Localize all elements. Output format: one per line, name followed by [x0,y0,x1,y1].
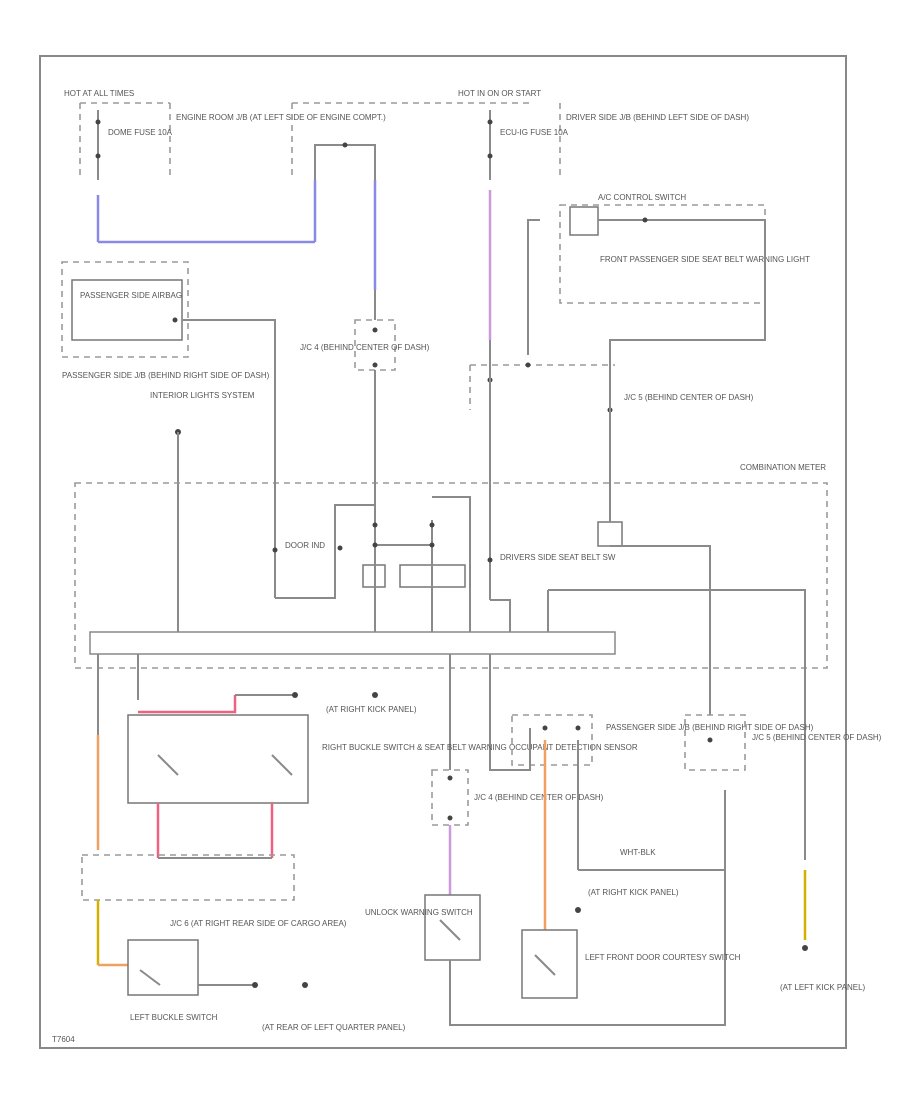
left-front-door-courtesy-switch: LEFT FRONT DOOR COURTESY SWITCH [521,929,741,999]
wht-blk-label: WHT-BLK [620,848,656,857]
passenger-side-airbag-label: PASSENGER SIDE AIRBAG [80,291,182,300]
passenger-jb-lower-label: PASSENGER SIDE J/B (BEHIND RIGHT SIDE OF… [606,723,814,732]
left-buckle-switch: LEFT BUCKLE SWITCH (AT REAR OF LEFT QUAR… [127,939,406,1032]
drivers-seat-belt-label: DRIVERS SIDE SEAT BELT SW [500,553,616,562]
unlock-warning-label: UNLOCK WARNING SWITCH [365,908,473,917]
jc5-top: J/C 5 (BEHIND CENTER OF DASH) [469,362,754,413]
diagram-id: T7604 [52,1035,75,1044]
jc4-lower: J/C 4 (BEHIND CENTER OF DASH) [431,769,604,826]
left-buckle-switch-label: LEFT BUCKLE SWITCH [130,1013,218,1022]
dome-fuse-block: HOT AT ALL TIMES DOME FUSE 10A ENGINE RO… [64,89,386,180]
meter-bus-bar [89,631,616,655]
combination-meter: COMBINATION METER DOOR IND DRIVERS SIDE … [74,463,828,669]
jc4-lower-label: J/C 4 (BEHIND CENTER OF DASH) [474,793,604,802]
diagram-frame [39,55,847,1049]
ecu-ig-fuse-block: HOT IN ON OR START ECU-IG FUSE 10A DRIVE… [458,89,749,180]
interior-lights-label: INTERIOR LIGHTS SYSTEM [150,391,255,400]
at-right-kick-panel-bottom-label: (AT RIGHT KICK PANEL) [588,888,679,897]
ac-control-switch-label: A/C CONTROL SWITCH [598,193,686,202]
passenger-side-jb-lower: PASSENGER SIDE J/B (BEHIND RIGHT SIDE OF… [511,714,814,766]
hot-in-on-label: HOT IN ON OR START [458,89,541,98]
engine-room-jb-label: ENGINE ROOM J/B (AT LEFT SIDE OF ENGINE … [176,113,386,122]
right-buckle-switch-label: RIGHT BUCKLE SWITCH & SEAT BELT WARNING … [322,743,638,752]
combination-meter-label: COMBINATION METER [740,463,826,472]
door-ind-label: DOOR IND [285,541,325,550]
jc4-top: J/C 4 (BEHIND CENTER OF DASH) [300,319,430,371]
jc5-top-label: J/C 5 (BEHIND CENTER OF DASH) [624,393,754,402]
dome-fuse-label: DOME FUSE 10A [108,128,173,137]
unlock-warning-switch: UNLOCK WARNING SWITCH [365,894,481,961]
at-right-kick-panel-top-label: (AT RIGHT KICK PANEL) [326,705,417,714]
right-buckle-switch: RIGHT BUCKLE SWITCH & SEAT BELT WARNING … [127,692,638,804]
jc5-lower: J/C 5 (BEHIND CENTER OF DASH) [684,714,882,771]
jc6-rear-label: J/C 6 (AT RIGHT REAR SIDE OF CARGO AREA) [170,919,347,928]
front-pass-seat-belt-label: FRONT PASSENGER SIDE SEAT BELT WARNING L… [600,255,810,264]
hot-at-all-times-label: HOT AT ALL TIMES [64,89,134,98]
jc5-lower-label: J/C 5 (BEHIND CENTER OF DASH) [752,733,882,742]
left-front-door-courtesy-label: LEFT FRONT DOOR COURTESY SWITCH [585,953,741,962]
at-left-kick-panel-label: (AT LEFT KICK PANEL) [780,983,866,992]
jc4-top-label: J/C 4 (BEHIND CENTER OF DASH) [300,343,430,352]
driver-side-jb-label: DRIVER SIDE J/B (BEHIND LEFT SIDE OF DAS… [566,113,749,122]
rear-left-quarter-label: (AT REAR OF LEFT QUARTER PANEL) [262,1023,406,1032]
passenger-side-jb-label: PASSENGER SIDE J/B (BEHIND RIGHT SIDE OF… [62,371,270,380]
ac-control-switch: A/C CONTROL SWITCH FRONT PASSENGER SIDE … [559,193,810,304]
passenger-airbag-block: PASSENGER SIDE AIRBAG PASSENGER SIDE J/B… [61,261,270,380]
jc6-rear: J/C 6 (AT RIGHT REAR SIDE OF CARGO AREA) [81,854,347,928]
ecu-ig-fuse-label: ECU-IG FUSE 10A [500,128,569,137]
